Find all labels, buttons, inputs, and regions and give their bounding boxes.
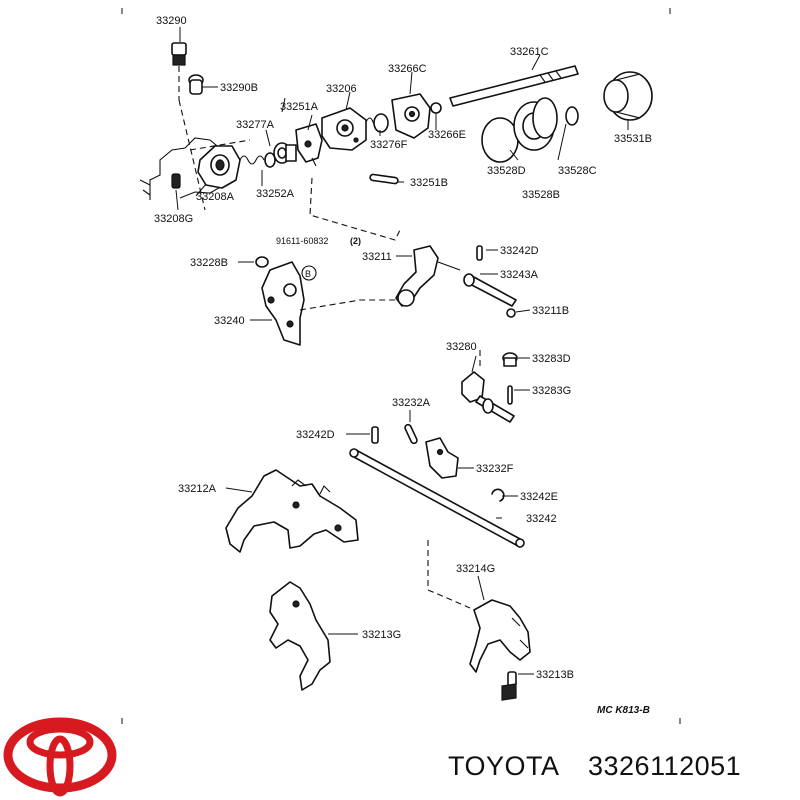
bolt-33213B bbox=[501, 671, 517, 701]
label-33213B: 33213B bbox=[536, 669, 574, 681]
label-33283G: 33283G bbox=[532, 385, 571, 397]
label-33280: 33280 bbox=[446, 341, 477, 353]
pin-33283G bbox=[507, 385, 513, 405]
label-33266C: 33266C bbox=[388, 63, 427, 75]
label-33242D-upper: 33242D bbox=[500, 245, 539, 257]
plug-33283D bbox=[502, 352, 518, 367]
label-33283D: 33283D bbox=[532, 353, 571, 365]
frame-ticks bbox=[121, 8, 681, 724]
clip-33242E bbox=[491, 488, 505, 502]
fork-33213G bbox=[269, 581, 331, 691]
label-33232A: 33232A bbox=[392, 397, 431, 409]
label-33242D-lower: 33242D bbox=[296, 429, 335, 441]
label-33208G: 33208G bbox=[154, 213, 193, 225]
label-33266E: 33266E bbox=[428, 129, 466, 141]
seal-33528C bbox=[565, 106, 579, 126]
selector-33280 bbox=[461, 371, 515, 423]
label-33290B: 33290B bbox=[220, 82, 258, 94]
label-33228B: 33228B bbox=[190, 257, 228, 269]
head-33232F bbox=[425, 437, 459, 479]
label-33251A: 33251A bbox=[280, 101, 319, 113]
label-33232F: 33232F bbox=[476, 463, 514, 475]
plate-33266C bbox=[391, 93, 442, 139]
fork-33214G bbox=[469, 599, 531, 673]
shifter-33251A bbox=[295, 123, 323, 167]
label-33242E: 33242E bbox=[520, 491, 558, 503]
pin-33232A bbox=[404, 423, 418, 445]
label-33528B: 33528B bbox=[522, 189, 560, 201]
shift-rod-33242 bbox=[349, 448, 525, 548]
bolt-33290 bbox=[171, 42, 206, 211]
toyota-logo bbox=[3, 717, 117, 797]
shaft-33243A bbox=[463, 273, 517, 318]
label-33214G: 33214G bbox=[456, 563, 495, 575]
label-33276F: 33276F bbox=[370, 139, 408, 151]
seal-33528D bbox=[481, 117, 519, 163]
bolt-33228B bbox=[255, 256, 269, 268]
bracket-33240 bbox=[261, 261, 400, 346]
footer-part-number: 3326112051 bbox=[588, 751, 741, 781]
circle-b-marker: B bbox=[301, 265, 317, 281]
detent-33208G bbox=[171, 173, 181, 189]
part-labels: 33290 33290B 33206 33266C 33261C 33251A … bbox=[154, 15, 652, 681]
case-fragment bbox=[139, 137, 251, 200]
assembly-route-upper bbox=[309, 177, 401, 241]
pin-33251B bbox=[369, 173, 399, 185]
label-33531B: 33531B bbox=[614, 133, 652, 145]
label-33251B: 33251B bbox=[410, 177, 448, 189]
label-33208A: 33208A bbox=[196, 191, 235, 203]
label-33212A: 33212A bbox=[178, 483, 217, 495]
boot-33531B bbox=[603, 71, 653, 121]
spring-33276F bbox=[365, 113, 389, 133]
housing-33206 bbox=[321, 107, 367, 151]
label-33277A: 33277A bbox=[236, 119, 275, 131]
plug-33290B bbox=[188, 74, 204, 95]
ring-33252A bbox=[273, 142, 297, 164]
shaft-33261C bbox=[449, 65, 579, 107]
circle-b-label: B bbox=[305, 269, 311, 279]
bearing-33528B bbox=[513, 97, 558, 151]
label-33290: 33290 bbox=[156, 15, 187, 27]
fork-33212A bbox=[225, 469, 359, 553]
label-33211B: 33211B bbox=[532, 305, 569, 317]
label-33261C: 33261C bbox=[510, 46, 549, 58]
assembly-route-lower bbox=[427, 540, 471, 609]
label-33242: 33242 bbox=[526, 513, 557, 525]
pin-33242D-lower bbox=[371, 426, 379, 444]
label-91611-60832: 91611-60832 bbox=[276, 236, 328, 246]
label-33206: 33206 bbox=[326, 83, 357, 95]
label-91611-qty: (2) bbox=[350, 236, 361, 246]
label-33528C: 33528C bbox=[558, 165, 597, 177]
label-33211: 33211 bbox=[362, 251, 392, 263]
footer-brand: TOYOTA bbox=[448, 751, 560, 781]
label-33243A: 33243A bbox=[500, 269, 539, 281]
leader-lines bbox=[175, 27, 629, 675]
spring-33277A bbox=[239, 152, 276, 168]
label-33240: 33240 bbox=[214, 315, 245, 327]
pin-33242D-upper bbox=[476, 245, 483, 261]
housing-33208A bbox=[197, 145, 241, 189]
label-33528D: 33528D bbox=[487, 165, 526, 177]
label-33252A: 33252A bbox=[256, 188, 295, 200]
label-33213G: 33213G bbox=[362, 629, 401, 641]
lever-33211 bbox=[395, 245, 461, 307]
figure-code: MC K813-B bbox=[597, 705, 650, 716]
